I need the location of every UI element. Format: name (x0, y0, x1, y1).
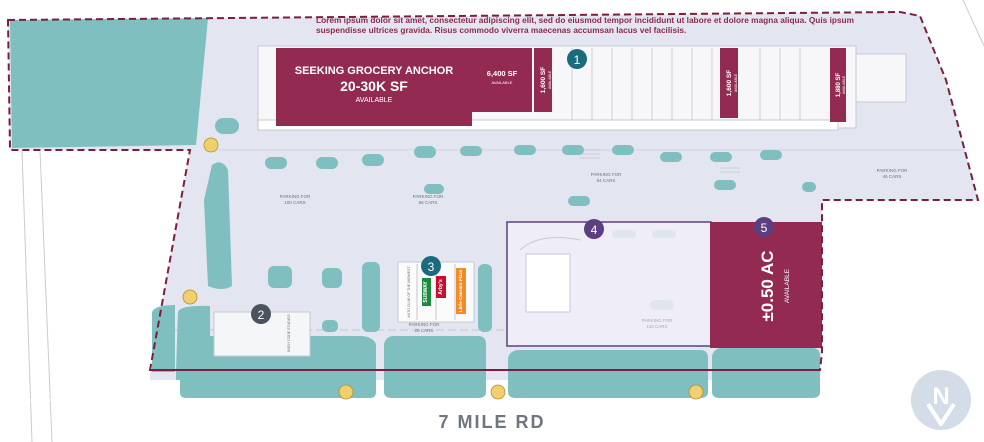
suite-6400[interactable] (472, 48, 532, 112)
marker-5-label: 5 (761, 221, 768, 235)
marker-1[interactable]: 1 (567, 49, 587, 69)
property-boundary (6, 10, 980, 371)
marker-4-circle (584, 219, 604, 239)
marker-1-label: 1 (574, 53, 581, 67)
marker-5[interactable]: 5 (754, 217, 774, 237)
outparcel-status: AVAILABLE (784, 268, 791, 303)
suite-1600-b-status: AVAILABLE (734, 73, 738, 92)
suite-1600-a-size: 1,600 SF (540, 67, 547, 93)
outparcel-acres: ±0.50 AC (758, 250, 777, 321)
grocery-title: SEEKING GROCERY ANCHOR (295, 65, 454, 77)
parking-islands-row2 (268, 180, 816, 332)
front-landscape (152, 305, 820, 398)
site-note: Lorem ipsum dolor sit amet, consectetur … (316, 15, 854, 35)
parking-label-5b: 25 CARS (415, 328, 434, 333)
marker-2-label: 2 (258, 308, 265, 322)
landscape-island (215, 118, 239, 134)
parking-label-3b: 84 CARS (597, 178, 616, 183)
marker-4[interactable]: 4 (584, 219, 604, 239)
suite-1600-b-size: 1,600 SF (726, 70, 733, 96)
arbys-text: Arby's (438, 279, 444, 295)
suite-1880-size: 1,880 SF (836, 72, 842, 97)
grocery-anchor-suite[interactable] (276, 48, 472, 126)
little-caesars-logo (456, 268, 466, 314)
arbys-logo (436, 276, 446, 298)
suite-1880[interactable] (830, 48, 846, 122)
parking-label-5a: PARKING FOR (409, 322, 440, 327)
parking-label-4b: 46 CARS (883, 174, 902, 179)
landscape-strip (204, 162, 232, 289)
parcel-5[interactable] (710, 222, 822, 348)
suite-1600-a-status: AVAILABLE (548, 70, 552, 89)
parking-label-2a: PARKING FOR (413, 194, 444, 199)
parking-label-3a: PARKING FOR (591, 172, 622, 177)
marker-4-label: 4 (591, 223, 598, 237)
marker-2[interactable]: 2 (251, 304, 271, 324)
parking-label-2b: 56 CARS (419, 200, 438, 205)
property-line (39, 149, 53, 442)
parking-label-1a: PARKING FOR (280, 194, 311, 199)
marker-3[interactable]: 3 (421, 256, 441, 276)
suite-1880-status: AVAILABLE (842, 75, 846, 94)
marker-3-circle (421, 256, 441, 276)
parking-label-6b: 110 CARS (647, 324, 668, 329)
marker-3-label: 3 (428, 260, 435, 274)
directional-arrows (182, 137, 704, 400)
building-rear-ext (855, 53, 907, 103)
landscape-area (10, 18, 208, 148)
parking-label-6a: PARKING FOR (642, 318, 673, 323)
parking-label-4a: PARKING FOR (877, 168, 908, 173)
little-caesars-text: Little Caesars Pizza (458, 270, 463, 313)
aaa-text: AUTO CLUB OF THE MIDWEST (407, 266, 411, 318)
north-compass-icon: N (911, 370, 971, 430)
building-parcel-4 (525, 253, 571, 313)
suite-6400-size: 6,400 SF (487, 69, 518, 78)
property-line (962, 0, 984, 47)
body-shop-text: BODY CODE STUDIOS (287, 314, 291, 352)
grocery-size: 20-30K SF (340, 78, 408, 94)
subway-text: SUBWAY (423, 281, 429, 303)
subway-logo (422, 278, 431, 306)
road-name: 7 MILE RD (438, 412, 546, 432)
marker-5-circle (754, 217, 774, 237)
compass-letter: N (932, 383, 949, 410)
suite-1600-b[interactable] (720, 48, 738, 118)
parking-islands-row1 (265, 145, 782, 169)
parking-label-1b: 100 CARS (284, 200, 305, 205)
property-line (21, 149, 33, 442)
suite-6400-status: AVAILABLE (492, 80, 513, 85)
marker-2-circle (251, 304, 271, 324)
suite-1600-a[interactable] (534, 48, 552, 112)
marker-1-circle (567, 49, 587, 69)
grocery-status: AVAILABLE (356, 97, 393, 104)
